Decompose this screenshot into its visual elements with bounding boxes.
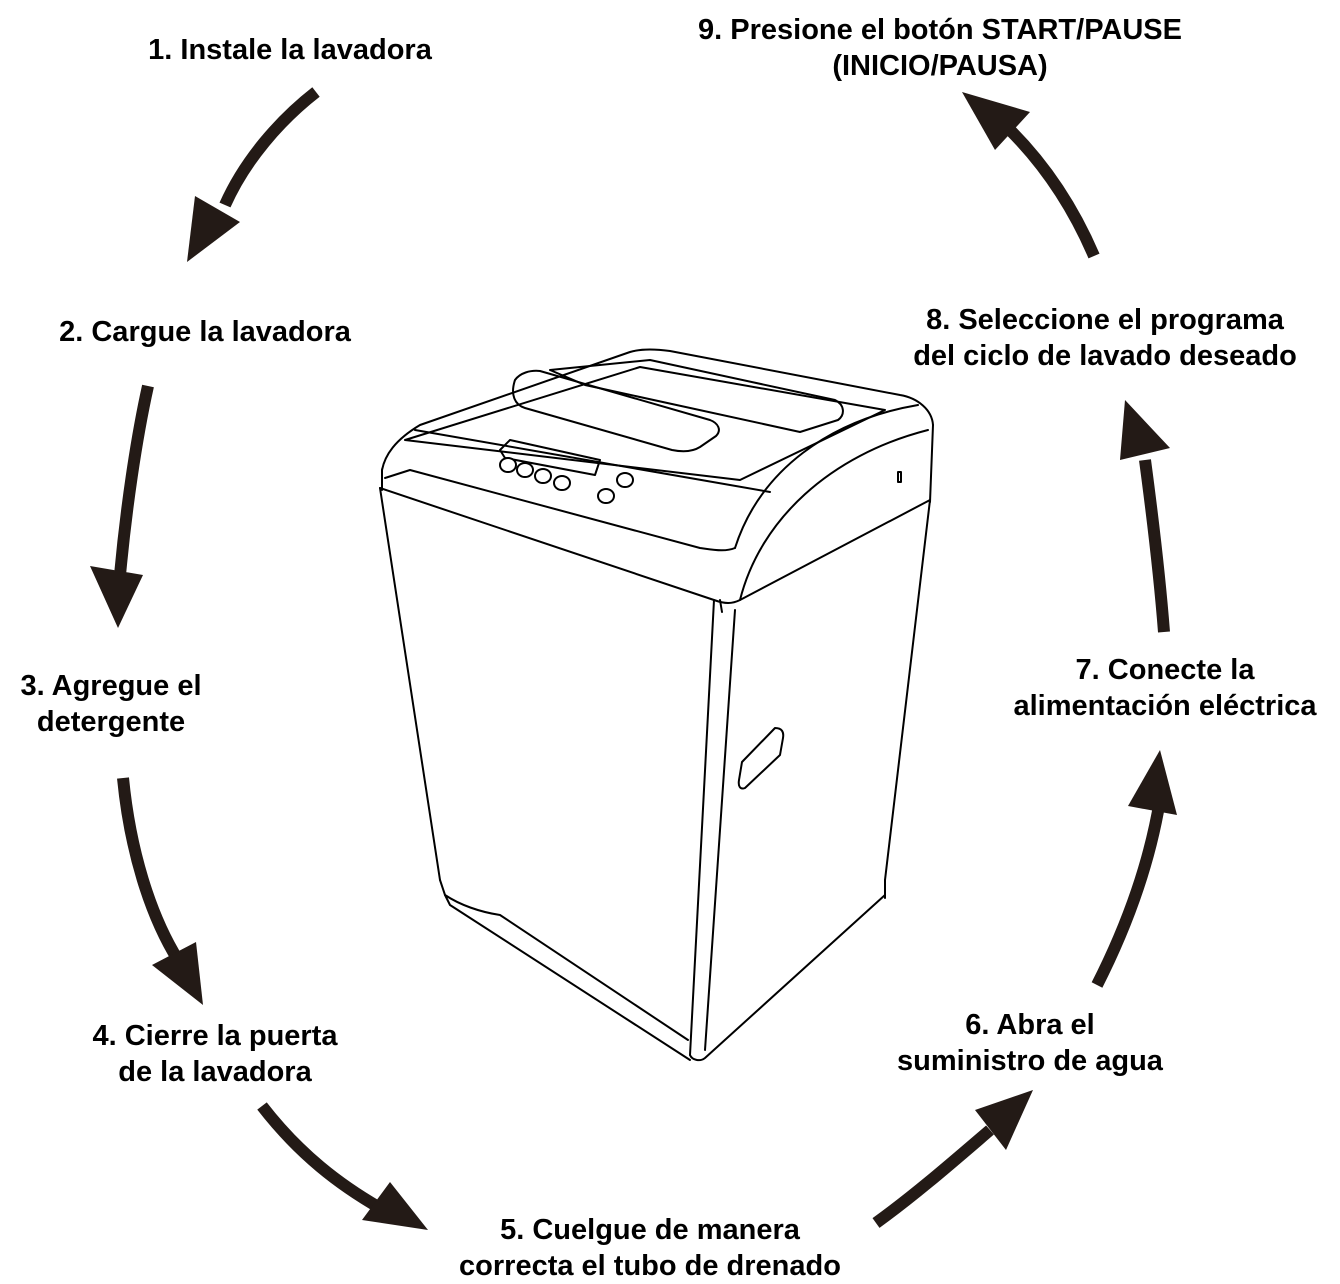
step-5-line-2: correcta el tubo de drenado bbox=[459, 1250, 841, 1282]
step-8-label: 8. Seleccione el programa del ciclo de l… bbox=[880, 302, 1330, 374]
arrow-2-to-3 bbox=[114, 384, 154, 576]
step-1-label: 1. Instale la lavadora bbox=[100, 32, 480, 68]
step-2-line-1: 2. Cargue la lavadora bbox=[59, 316, 351, 348]
step-8-line-1: 8. Seleccione el programa bbox=[926, 304, 1284, 336]
step-7-label: 7. Conecte la alimentación eléctrica bbox=[990, 652, 1340, 724]
step-9-line-1: 9. Presione el botón START/PAUSE bbox=[698, 14, 1182, 46]
step-7-line-1: 7. Conecte la bbox=[1075, 654, 1255, 686]
arrowhead-6 bbox=[1128, 750, 1177, 815]
step-8-line-2: del ciclo de lavado deseado bbox=[913, 340, 1297, 372]
arrowhead-7 bbox=[1120, 400, 1170, 460]
step-1-line-1: 1. Instale la lavadora bbox=[148, 34, 432, 66]
step-6-line-2: suministro de agua bbox=[897, 1045, 1163, 1077]
arrow-7-to-8 bbox=[1139, 459, 1170, 633]
step-3-line-2: detergente bbox=[36, 706, 186, 738]
step-5-line-1: 5. Cuelgue de manera bbox=[500, 1214, 800, 1246]
step-3-line-1: 3. Agregue el bbox=[20, 670, 202, 702]
step-7-line-2: alimentación eléctrica bbox=[1013, 690, 1317, 722]
step-6-label: 6. Abra el suministro de agua bbox=[880, 1007, 1180, 1079]
step-4-label: 4. Cierre la puerta de la lavadora bbox=[40, 1018, 390, 1090]
step-3-label: 3. Agregue el detergente bbox=[0, 668, 222, 740]
step-6-line-1: 6. Abra el bbox=[965, 1009, 1095, 1041]
arrowhead-1 bbox=[187, 196, 240, 262]
arrowhead-2 bbox=[90, 566, 143, 628]
arrow-3-to-4 bbox=[117, 777, 184, 964]
arrowhead-3 bbox=[152, 942, 203, 1005]
step-9-label: 9. Presione el botón START/PAUSE (INICIO… bbox=[640, 12, 1240, 84]
arrow-1-to-2 bbox=[219, 87, 320, 208]
arrow-8-to-9 bbox=[1005, 125, 1100, 259]
arrowhead-8 bbox=[962, 92, 1030, 150]
arrowhead-5 bbox=[975, 1090, 1033, 1150]
arrow-5-to-6 bbox=[872, 1125, 994, 1228]
step-4-line-2: de la lavadora bbox=[118, 1056, 312, 1088]
step-9-line-2: (INICIO/PAUSA) bbox=[832, 50, 1048, 82]
step-5-label: 5. Cuelgue de manera correcta el tubo de… bbox=[420, 1212, 880, 1284]
arrowhead-4 bbox=[362, 1182, 428, 1230]
step-4-line-1: 4. Cierre la puerta bbox=[92, 1020, 338, 1052]
arrow-6-to-7 bbox=[1091, 799, 1166, 988]
arrow-4-to-5 bbox=[257, 1102, 383, 1214]
step-2-label: 2. Cargue la lavadora bbox=[20, 314, 390, 350]
